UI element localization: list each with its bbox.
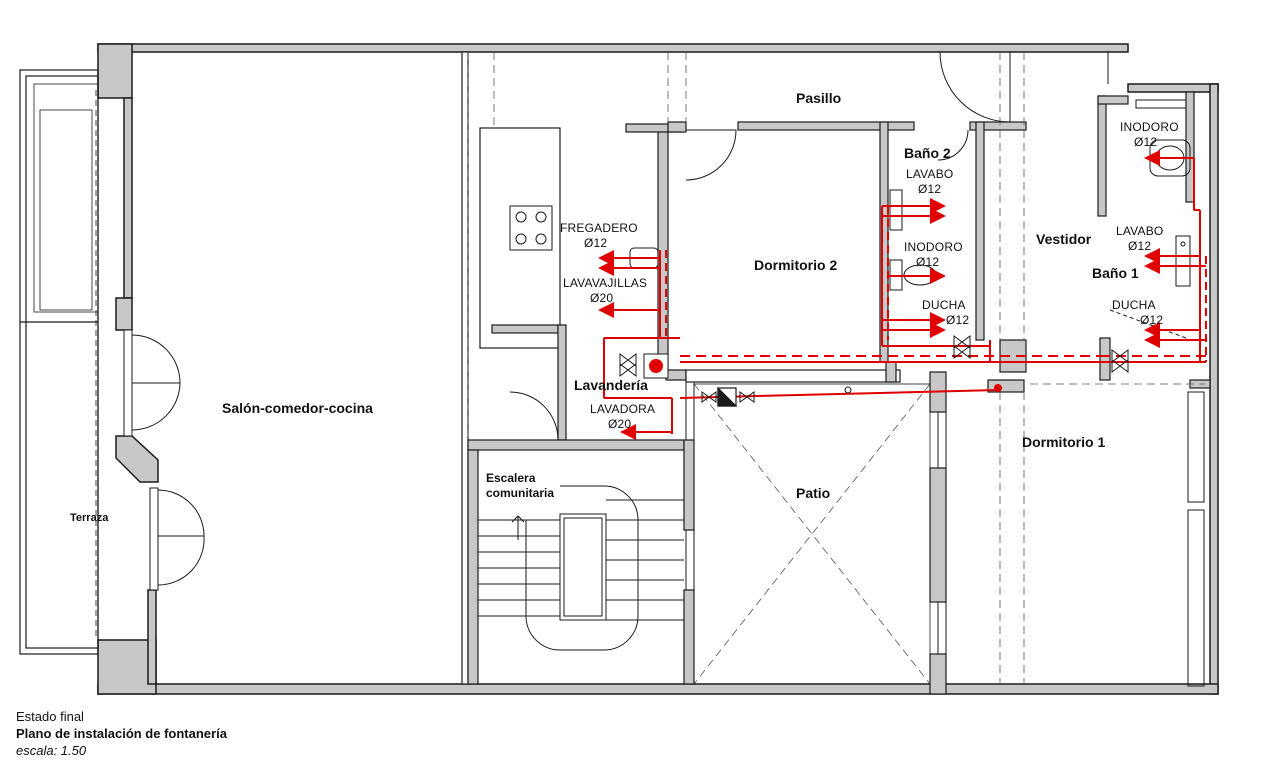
pipe-junction-open <box>844 386 852 394</box>
fixture-label-inodoro-1: INODORO <box>1120 120 1179 134</box>
fixture-diameter-lavadora: Ø20 <box>608 417 632 431</box>
fixture-diameter-lavabo-2: Ø12 <box>918 182 942 196</box>
fixture-diameter-fregadero: Ø12 <box>584 236 608 250</box>
room-label-salon: Salón-comedor-cocina <box>222 400 373 416</box>
fixture-label-ducha-1: DUCHA <box>1112 298 1156 312</box>
pipe-junction-dot <box>994 384 1002 392</box>
fixture-diameter-ducha-2: Ø12 <box>946 313 970 327</box>
fixture-label-lavabo-2: LAVABO <box>906 167 954 181</box>
cooktop <box>509 205 553 251</box>
fixture-label-inodoro-2: INODORO <box>904 240 963 254</box>
fixture-label-lavadora: LAVADORA <box>590 402 656 416</box>
drawing-title: Plano de instalación de fontanería <box>16 726 227 741</box>
fixture-label-ducha-2: DUCHA <box>922 298 966 312</box>
fixture-label-fregadero: FREGADERO <box>560 221 638 235</box>
fixture-diameter-inodoro-1: Ø12 <box>1134 135 1158 149</box>
fixture-diameter-lavavajillas: Ø20 <box>590 291 614 305</box>
fixture-diameter-inodoro-2: Ø12 <box>916 255 940 269</box>
drawing-scale: escala: 1.50 <box>16 743 87 758</box>
fixture-label-lavavajillas: LAVAVAJILLAS <box>563 276 648 290</box>
terrace-doors <box>123 329 205 591</box>
valves <box>619 335 1129 403</box>
interior-walls <box>461 51 1211 695</box>
doors <box>509 51 1187 441</box>
room-label-dormitorio-1: Dormitorio 1 <box>1022 434 1106 450</box>
title-block: Estado final Plano de instalación de fon… <box>16 708 227 759</box>
room-label-dormitorio-2: Dormitorio 2 <box>754 257 838 273</box>
terrace-outline <box>19 69 99 655</box>
water-heater <box>643 353 669 379</box>
meter-box <box>717 386 738 407</box>
room-label-comunitaria: comunitaria <box>486 486 555 500</box>
room-label-lavanderia: Lavandería <box>574 377 648 393</box>
room-label-bano-2: Baño 2 <box>904 145 951 161</box>
stairs <box>478 485 684 651</box>
left-facade <box>115 297 159 483</box>
drawing-state: Estado final <box>16 709 84 724</box>
room-label-bano-1: Baño 1 <box>1092 265 1139 281</box>
pipe-branches <box>598 150 1206 440</box>
dashed-lines <box>467 52 1205 684</box>
room-label-pasillo: Pasillo <box>796 90 842 106</box>
fixture-diameter-lavabo-1: Ø12 <box>1128 239 1152 253</box>
room-label-terraza: Terraza <box>70 512 109 524</box>
room-label-vestidor: Vestidor <box>1036 231 1092 247</box>
fixture-diameter-ducha-1: Ø12 <box>1140 313 1164 327</box>
room-label-patio: Patio <box>796 485 831 501</box>
room-label-escalera: Escalera <box>486 471 536 485</box>
fixture-label-lavabo-1: LAVABO <box>1116 224 1164 238</box>
patio-cross <box>693 383 931 685</box>
